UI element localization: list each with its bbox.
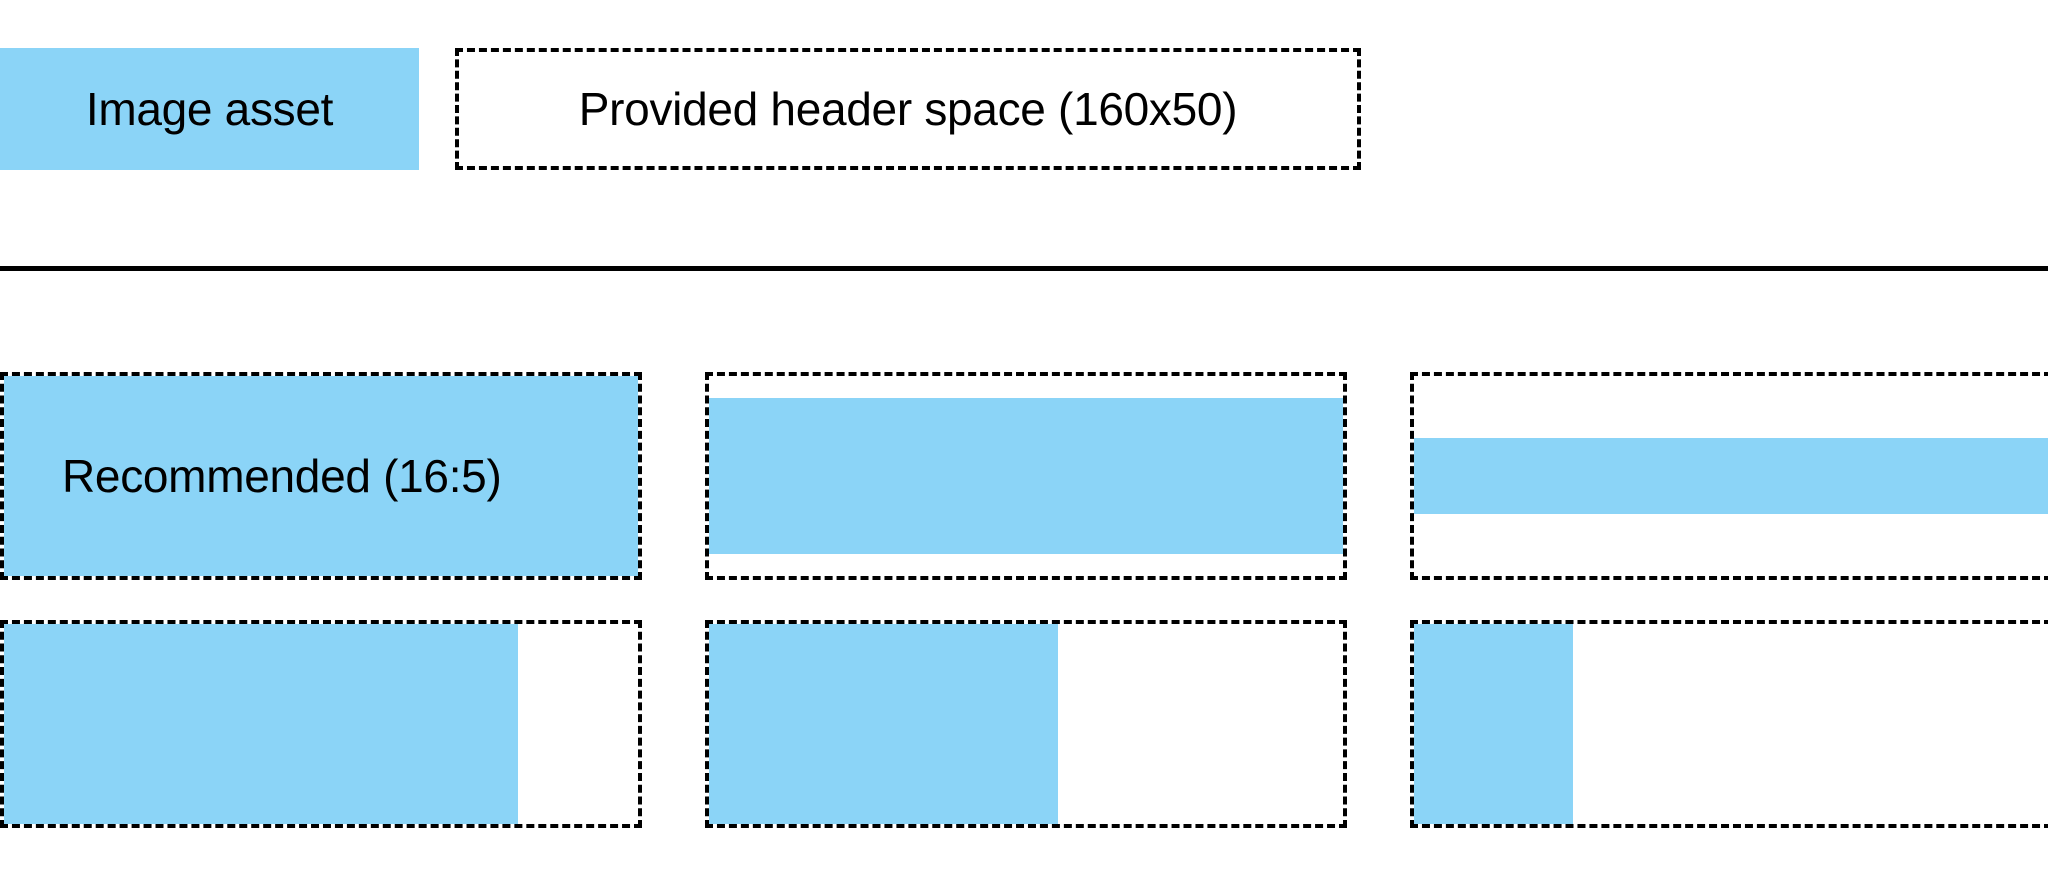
example-cell	[705, 372, 1347, 580]
asset-fill	[1414, 438, 2048, 514]
example-cell	[0, 620, 642, 828]
example-cell	[705, 620, 1347, 828]
recommended-ratio-label: Recommended (16:5)	[62, 450, 502, 502]
example-row	[0, 620, 2048, 828]
example-cell	[1410, 620, 2048, 828]
asset-fill	[1414, 624, 1573, 824]
provided-header-space-label: Provided header space (160x50)	[578, 83, 1238, 135]
provided-header-space-box: Provided header space (160x50)	[455, 48, 1361, 170]
image-asset-label: Image asset	[85, 83, 334, 135]
image-asset-swatch: Image asset	[0, 48, 419, 170]
example-cell: Recommended (16:5)	[0, 372, 642, 580]
example-row: Recommended (16:5)	[0, 372, 2048, 580]
header-band: Image asset Provided header space (160x5…	[0, 48, 2048, 170]
asset-fill	[4, 376, 638, 576]
asset-fill	[4, 624, 518, 824]
example-cell	[1410, 372, 2048, 580]
section-divider	[0, 266, 2048, 271]
asset-fill	[709, 624, 1058, 824]
asset-fill	[709, 398, 1343, 554]
aspect-ratio-example-grid: Recommended (16:5)	[0, 372, 2048, 868]
